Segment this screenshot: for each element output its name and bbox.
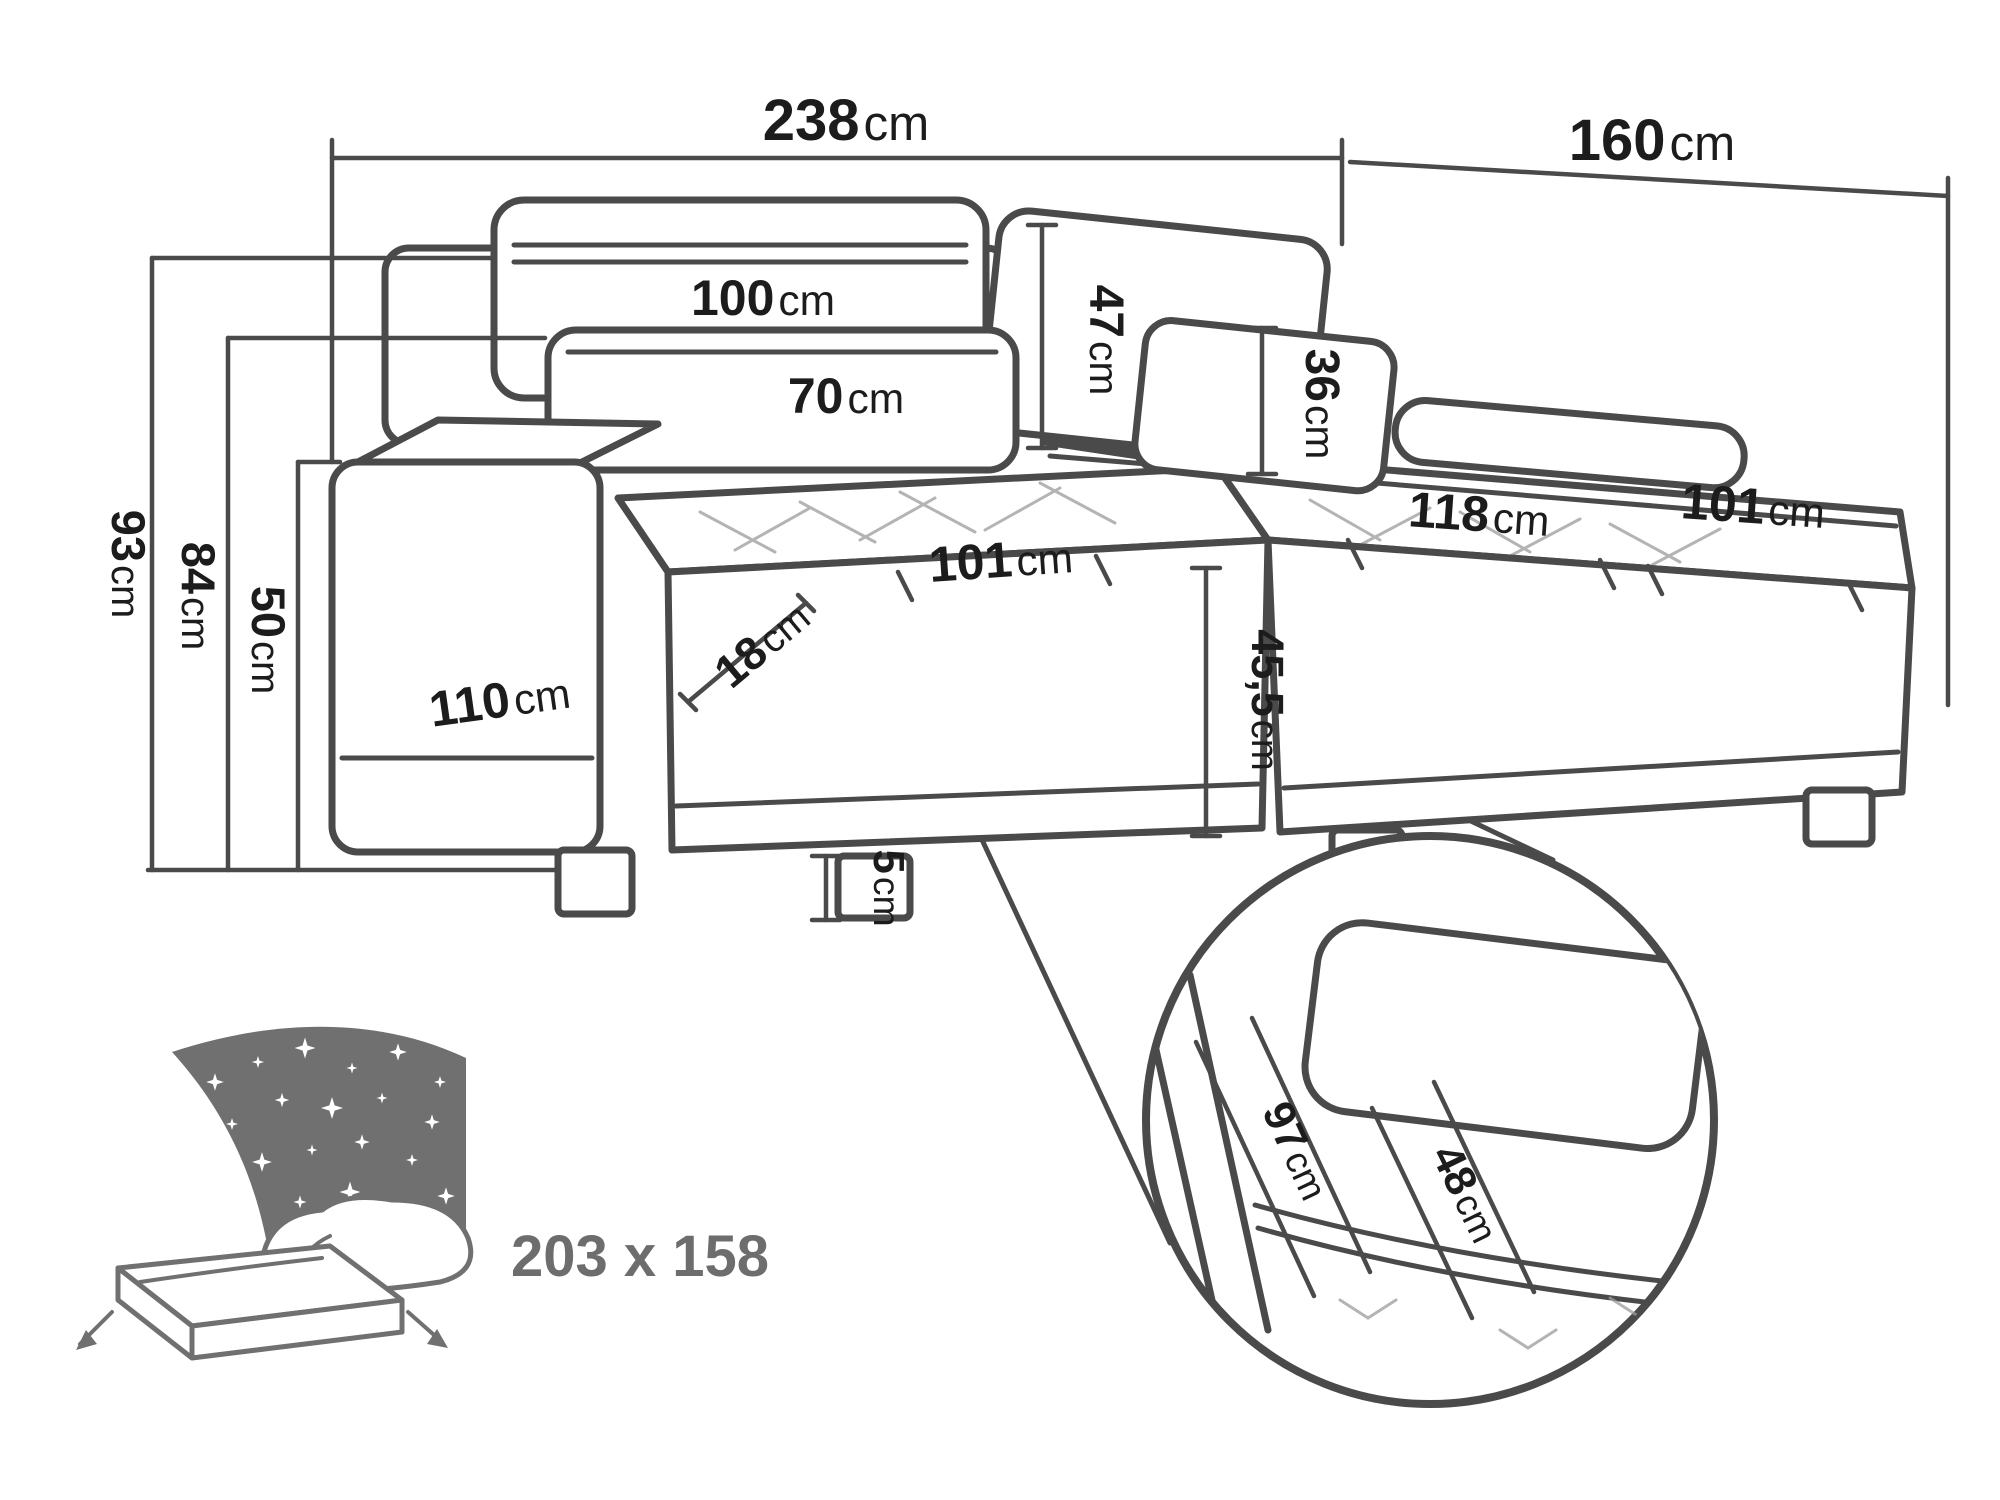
detail-circle — [1142, 832, 1718, 1408]
front-cushion — [544, 326, 1020, 474]
dim-chaise-seat-width-label: 101cm — [1679, 473, 1827, 539]
left-seat-front — [664, 536, 1272, 854]
dim-backrest-height-label: 84cm — [172, 542, 225, 651]
dim-leg-height-label: 5cm — [864, 849, 913, 926]
dim-armrest-height-label: 50cm — [242, 586, 295, 695]
dim-front-cushion-width-label: 70cm — [788, 368, 904, 424]
sleeping-size-label: 203 x 158 — [511, 1224, 769, 1289]
mattress-side-front — [189, 1297, 405, 1361]
dim-chaise-depth-label: 160cm — [1569, 108, 1736, 173]
sofa-drawing — [328, 196, 1916, 922]
dim-seat-width-label: 101cm — [927, 527, 1075, 593]
dim-back-cushion-height-label: 47cm — [1079, 285, 1132, 396]
right-armrest — [1391, 397, 1748, 492]
sleeping-area-icon: 203 x 158 — [76, 1026, 769, 1361]
chaise-quilting — [1308, 498, 1722, 568]
dim-total-width-label: 238cm — [763, 88, 930, 153]
dimension-lines — [145, 137, 1951, 923]
left-armrest — [328, 458, 604, 856]
dim-side-length-label: 110cm — [426, 663, 574, 738]
unfold-arrows — [76, 1310, 448, 1350]
detail-pillow — [1301, 919, 1709, 1153]
legs — [554, 786, 1876, 922]
detail-circle-content — [1146, 919, 1709, 1350]
dim-back-cushion-width-label: 100cm — [691, 270, 835, 326]
side-cushion — [1131, 317, 1398, 495]
dim-side-cushion-height-label: 36cm — [1295, 349, 1348, 460]
dim-seat-height-label: 45,5cm — [1242, 629, 1293, 771]
dim-total-height-label: 93cm — [102, 510, 155, 619]
dim-chaise-seat-length-label: 118cm — [1407, 481, 1552, 547]
left-seat-quilting — [698, 481, 1117, 554]
